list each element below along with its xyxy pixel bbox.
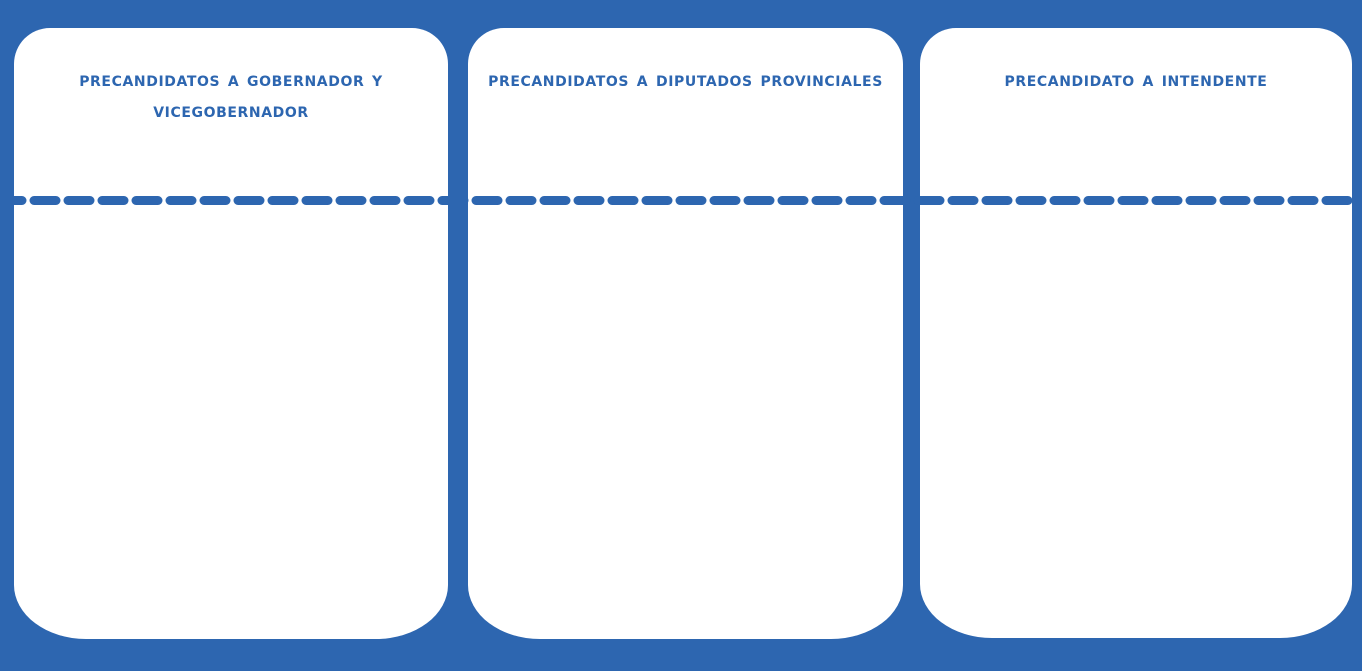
ballot-section-intendente[interactable]: PRECANDIDATO A INTENDENTE: [920, 28, 1352, 638]
section-heading-gobernador: PRECANDIDATOS A GOBERNADOR Y VICEGOBERNA…: [79, 67, 383, 122]
ballot-section-gobernador[interactable]: PRECANDIDATOS A GOBERNADOR Y VICEGOBERNA…: [14, 28, 448, 639]
ballot-section-diputados[interactable]: PRECANDIDATOS A DIPUTADOS PROVINCIALES: [468, 28, 903, 639]
section-heading-diputados: PRECANDIDATOS A DIPUTADOS PROVINCIALES: [488, 67, 883, 91]
section-heading-intendente: PRECANDIDATO A INTENDENTE: [1004, 67, 1268, 91]
